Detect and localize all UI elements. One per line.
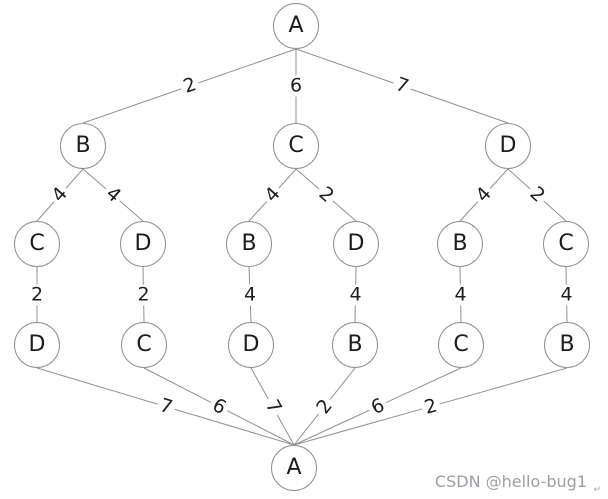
node-a0: A — [273, 3, 319, 49]
edge-weight-d2a-c3a: 2 — [134, 284, 153, 305]
node-d3b: D — [228, 322, 274, 368]
csdn-watermark: CSDN @hello-bug1 — [434, 472, 587, 491]
node-b2b: B — [226, 221, 272, 267]
node-b1: B — [60, 123, 106, 169]
node-d2b: D — [333, 221, 379, 267]
node-c2c: C — [543, 221, 589, 267]
node-d3a: D — [14, 322, 60, 368]
edge-weight-c2a-d3a: 2 — [27, 284, 47, 305]
node-a4: A — [271, 445, 317, 491]
edge-weight-b2b-d3b: 4 — [240, 284, 260, 305]
edge-weight-d2b-b3b: 4 — [346, 284, 365, 305]
node-b3b: B — [332, 322, 378, 368]
edge-weight-a0-c1: 6 — [286, 75, 306, 97]
node-c3a: C — [121, 322, 167, 368]
node-d2a: D — [120, 221, 166, 267]
node-c3c: C — [438, 322, 484, 368]
node-b3c: B — [544, 322, 590, 368]
node-c2a: C — [14, 221, 60, 267]
node-c1: C — [273, 123, 319, 169]
cursor-mark-icon: ↵ — [593, 485, 601, 495]
node-b2c: B — [437, 221, 483, 267]
node-d1: D — [485, 123, 531, 169]
edge-weight-c2c-b3c: 4 — [557, 284, 576, 305]
edge-weight-b2c-c3c: 4 — [451, 284, 470, 305]
